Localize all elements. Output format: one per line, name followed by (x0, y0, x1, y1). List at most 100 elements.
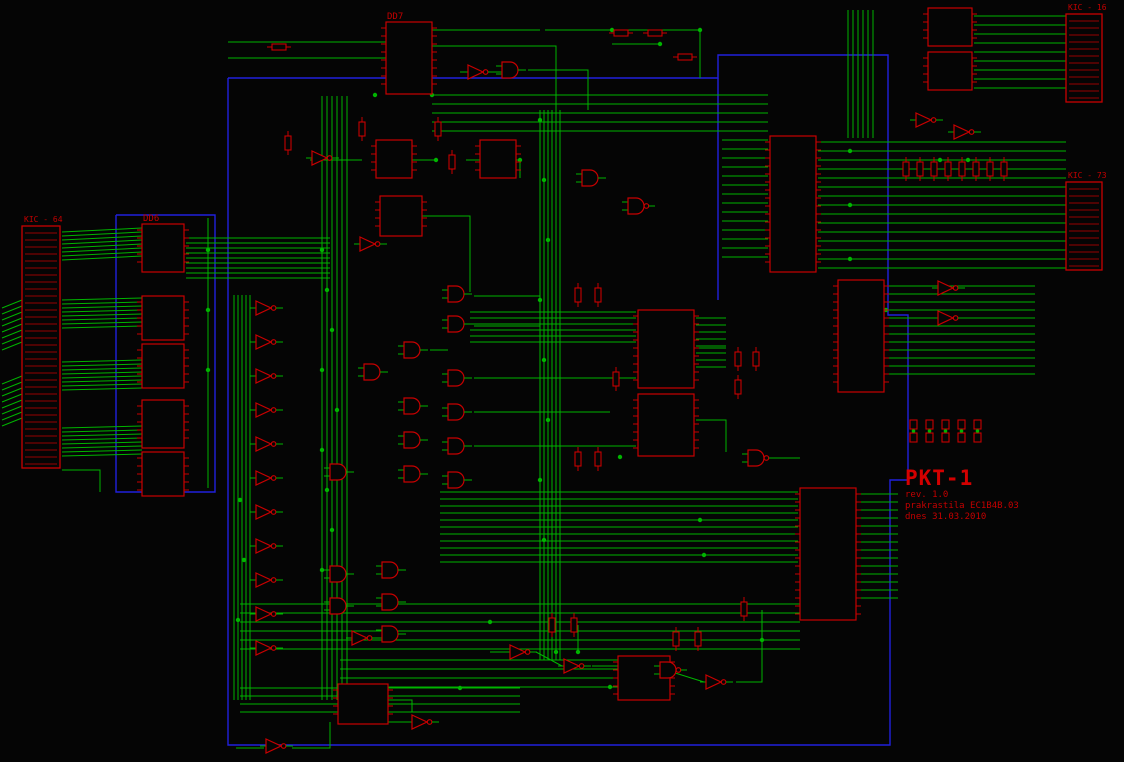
inv-gate[interactable] (700, 674, 733, 690)
inv-gate[interactable] (932, 280, 965, 296)
and-gate[interactable] (376, 625, 406, 643)
ic-symbol[interactable] (633, 393, 699, 457)
wire[interactable] (1, 375, 23, 385)
wire[interactable] (432, 45, 557, 110)
resistor-symbol[interactable] (986, 157, 994, 181)
wire[interactable] (292, 722, 331, 749)
and-gate[interactable] (442, 285, 472, 303)
and-gate[interactable] (442, 403, 472, 421)
ic-symbol[interactable] (137, 295, 189, 341)
ic-symbol[interactable] (137, 451, 189, 497)
resistor-symbol[interactable] (609, 29, 633, 37)
ic-symbol[interactable]: DD7 (381, 12, 437, 95)
wire[interactable] (1, 399, 23, 409)
wire[interactable] (61, 305, 143, 309)
inv-gate[interactable] (250, 606, 283, 622)
wire[interactable] (61, 325, 143, 329)
wire[interactable] (535, 651, 563, 667)
ic-symbol[interactable] (923, 51, 977, 91)
ic-symbol[interactable] (333, 683, 393, 725)
wire[interactable] (61, 445, 143, 449)
ic-symbol[interactable] (375, 195, 427, 237)
and-gate[interactable] (398, 341, 428, 359)
wire[interactable] (61, 441, 143, 445)
wire[interactable] (61, 297, 143, 301)
resistor-symbol[interactable] (734, 375, 742, 399)
wire[interactable] (61, 383, 143, 387)
nand-gate[interactable] (622, 197, 655, 215)
resistor-symbol[interactable] (574, 283, 582, 307)
wire[interactable] (61, 363, 143, 367)
wire[interactable] (1, 381, 23, 391)
wire[interactable] (61, 359, 143, 363)
inv-gate[interactable] (250, 334, 283, 350)
resistor-symbol[interactable] (358, 117, 366, 141)
wire[interactable] (1, 305, 23, 315)
wire[interactable] (61, 437, 143, 441)
wire[interactable] (61, 313, 143, 317)
wire[interactable] (61, 371, 143, 375)
inv-gate[interactable] (250, 402, 283, 418)
wire[interactable] (1, 411, 23, 421)
wire[interactable] (62, 469, 101, 492)
resistor-symbol[interactable] (434, 117, 442, 141)
inv-gate[interactable] (406, 714, 439, 730)
ic-symbol[interactable] (923, 7, 977, 47)
and-gate[interactable] (442, 471, 472, 489)
and-gate[interactable] (358, 363, 388, 381)
resistor-symbol[interactable] (930, 157, 938, 181)
inv-gate[interactable] (558, 658, 591, 674)
resistor-symbol[interactable] (972, 157, 980, 181)
inv-gate[interactable] (354, 236, 387, 252)
resistor-symbol[interactable] (944, 157, 952, 181)
inv-gate[interactable] (250, 538, 283, 554)
resistor-symbol[interactable] (612, 367, 620, 391)
resistor-symbol[interactable] (694, 627, 702, 651)
resistor-symbol[interactable] (448, 150, 456, 174)
ic-symbol[interactable] (475, 139, 521, 179)
and-gate[interactable] (442, 437, 472, 455)
wire[interactable] (1, 393, 23, 403)
resistor-symbol[interactable] (594, 447, 602, 471)
wire[interactable] (61, 321, 143, 325)
inv-gate[interactable] (306, 150, 339, 166)
ic-symbol[interactable] (833, 279, 889, 393)
pin-header-symbol[interactable] (909, 419, 982, 443)
wire[interactable] (1, 317, 23, 327)
wire[interactable] (61, 247, 143, 253)
resistor-symbol[interactable] (916, 157, 924, 181)
resistor-symbol[interactable] (570, 613, 578, 637)
wire[interactable] (736, 610, 763, 683)
wire[interactable] (61, 387, 143, 391)
nand-gate[interactable] (742, 449, 775, 467)
wire[interactable] (61, 379, 143, 383)
ic-symbol[interactable] (137, 399, 189, 449)
wire[interactable] (61, 449, 143, 453)
resistor-symbol[interactable] (267, 43, 291, 51)
resistor-symbol[interactable] (752, 347, 760, 371)
and-gate[interactable] (398, 431, 428, 449)
inv-gate[interactable] (260, 738, 293, 754)
wire[interactable] (1, 329, 23, 339)
wire[interactable] (61, 239, 143, 245)
resistor-symbol[interactable] (673, 53, 697, 61)
resistor-symbol[interactable] (643, 29, 667, 37)
wire[interactable] (1, 405, 23, 415)
connector-symbol[interactable]: KIC - 16 (1065, 3, 1107, 103)
and-gate[interactable] (398, 465, 428, 483)
wire[interactable] (61, 235, 143, 241)
wire[interactable] (528, 69, 589, 110)
and-gate[interactable] (324, 597, 354, 615)
and-gate[interactable] (496, 61, 526, 79)
and-gate[interactable] (324, 565, 354, 583)
wire[interactable] (61, 433, 143, 437)
wire[interactable] (61, 453, 143, 457)
resistor-symbol[interactable] (958, 157, 966, 181)
wire[interactable] (1, 299, 23, 309)
wire[interactable] (422, 215, 471, 292)
resistor-symbol[interactable] (902, 157, 910, 181)
resistor-symbol[interactable] (734, 347, 742, 371)
wire[interactable] (61, 227, 143, 233)
wire[interactable] (1, 341, 23, 351)
inv-gate[interactable] (932, 310, 965, 326)
